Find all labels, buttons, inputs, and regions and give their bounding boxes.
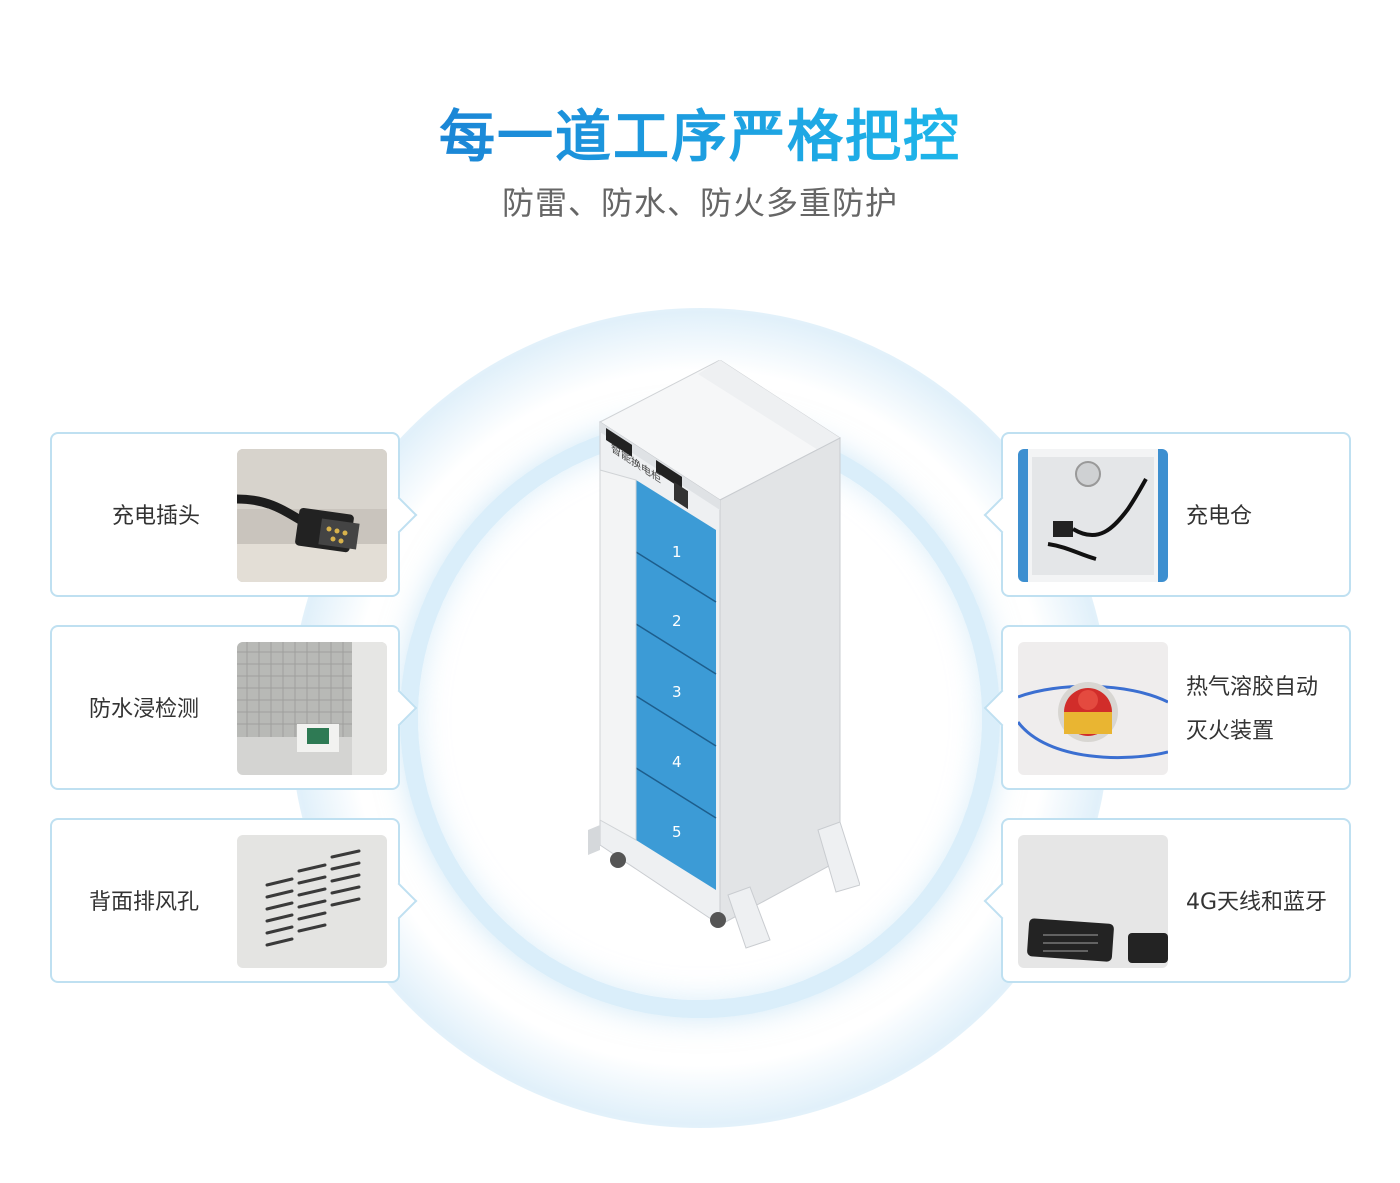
- feature-label-line2: 灭火装置: [1186, 719, 1275, 744]
- door-number: 1: [672, 543, 682, 561]
- feature-label: 4G天线和蓝牙: [1186, 890, 1328, 915]
- feature-card-vent-holes: 背面排风孔: [50, 818, 418, 983]
- feature-card-antenna: 4G天线和蓝牙: [983, 818, 1351, 983]
- feature-label: 充电仓: [1186, 504, 1253, 529]
- feature-label: 热气溶胶自动: [1186, 675, 1319, 700]
- water-sensor-photo: [237, 642, 387, 775]
- door-number: 2: [672, 612, 682, 630]
- feature-card-fire-extinguisher: 热气溶胶自动 灭火装置: [983, 625, 1351, 790]
- door-number: 4: [672, 753, 682, 771]
- page-title: 每一道工序严格把控: [439, 105, 961, 170]
- feature-label: 充电插头: [112, 504, 201, 529]
- charging-bay-photo: [1018, 449, 1168, 582]
- fire-extinguisher-photo: [1018, 642, 1168, 775]
- feature-card-water-sensor: 防水浸检测: [50, 625, 418, 790]
- charging-plug-photo: [237, 449, 387, 582]
- page-subtitle: 防雷、防水、防火多重防护: [501, 184, 898, 222]
- vent-holes-photo: [237, 835, 387, 968]
- door-number: 3: [672, 683, 682, 701]
- feature-label: 防水浸检测: [89, 697, 200, 722]
- feature-card-charging-plug: 充电插头: [50, 432, 418, 597]
- battery-swap-cabinet: 智能换电柜 1 2 3 4 5: [578, 359, 861, 950]
- feature-label: 背面排风孔: [89, 890, 200, 915]
- antenna-photo: [1018, 835, 1168, 968]
- feature-card-charging-bay: 充电仓: [983, 432, 1351, 597]
- door-number: 5: [672, 823, 682, 841]
